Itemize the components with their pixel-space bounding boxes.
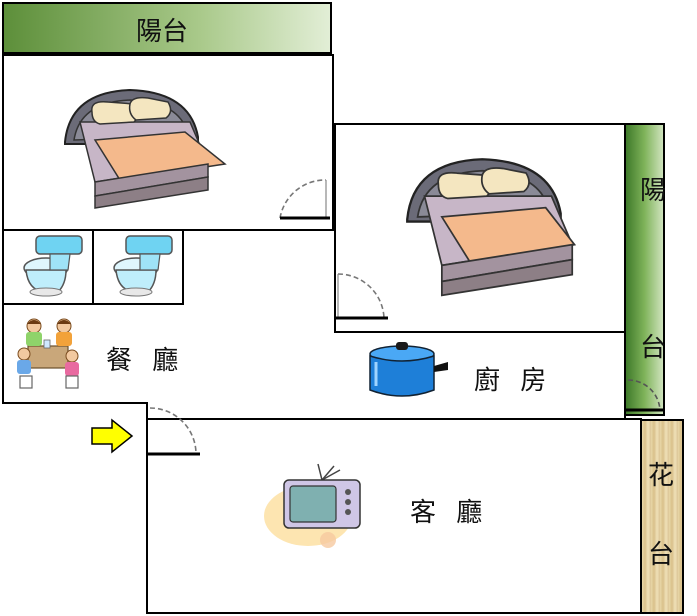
entrance-arrow-icon <box>91 418 134 454</box>
family-dining-icon <box>17 318 79 389</box>
dining-south-wall <box>2 402 148 404</box>
flower-bed <box>640 419 684 614</box>
flower-bed-label-2: 台 <box>648 540 675 570</box>
balcony-right-label-1: 陽 <box>640 176 667 206</box>
cooking-pot-icon <box>369 342 448 397</box>
dining-label: 餐 廳 <box>106 346 185 376</box>
kitchen <box>334 331 626 420</box>
door-swing-icon <box>626 379 664 412</box>
balcony-right <box>624 123 665 416</box>
door-swing-icon <box>279 179 330 220</box>
kitchen-label: 廚 房 <box>474 366 553 396</box>
television-icon <box>264 463 361 548</box>
toilet-icon <box>23 235 83 297</box>
living-north-wall <box>332 418 626 420</box>
living-room <box>146 418 642 614</box>
balcony-top <box>2 2 332 54</box>
toilet-icon <box>113 235 173 297</box>
bed-icon <box>64 88 227 209</box>
living-west-wall-stub <box>146 404 148 420</box>
bed-icon <box>406 158 577 297</box>
living-label: 客 廳 <box>410 498 489 528</box>
balcony-right-label-2: 台 <box>640 333 667 363</box>
balcony-top-label: 陽台 <box>136 17 189 47</box>
flower-bed-label-1: 花 <box>648 461 675 491</box>
dining-west-wall <box>2 303 4 404</box>
door-swing-icon <box>148 407 200 456</box>
door-swing-icon <box>336 273 388 320</box>
